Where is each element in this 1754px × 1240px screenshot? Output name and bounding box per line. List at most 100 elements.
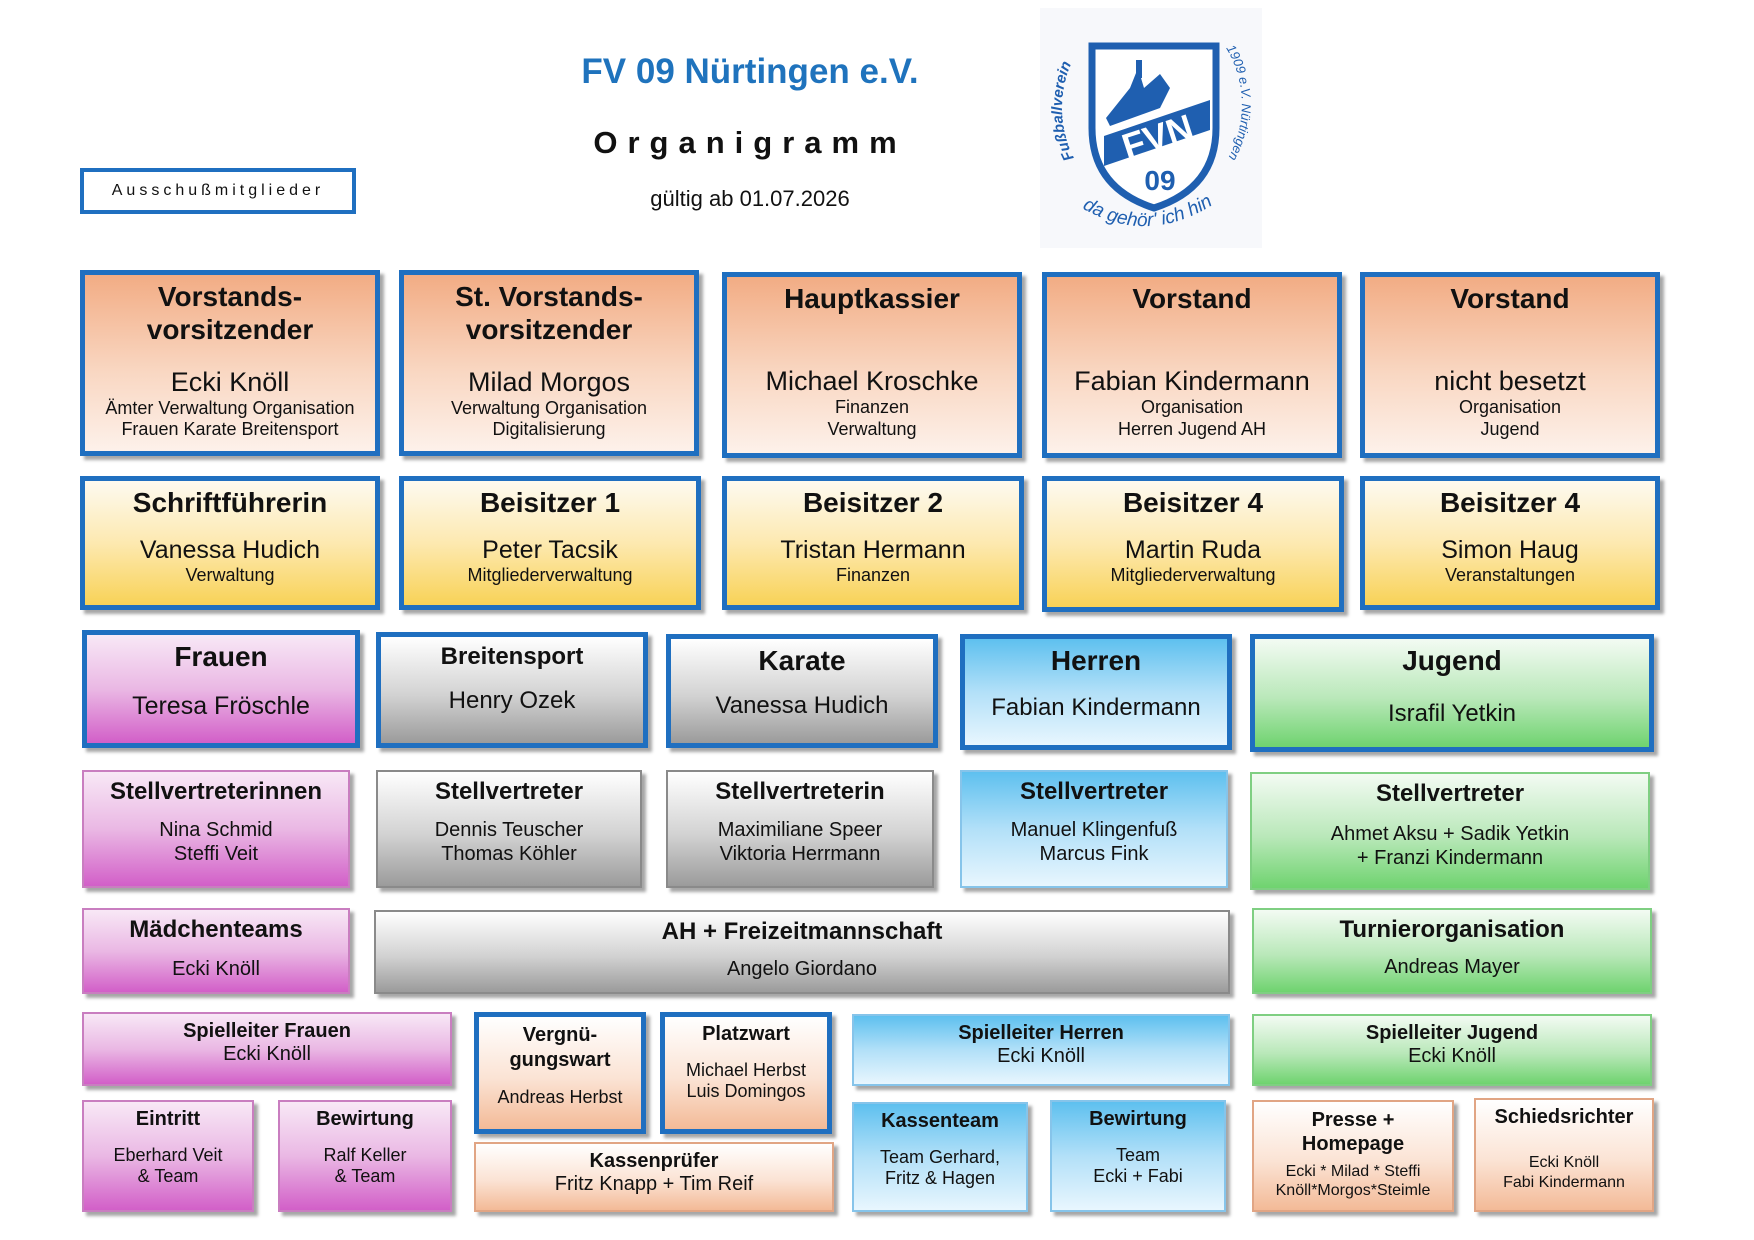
box-role: Karate: [758, 645, 846, 676]
box-name: Ecki * Milad * Steffi Knöll*Morgos*Steim…: [1275, 1163, 1431, 1200]
box-name: Ecki Knöll: [997, 1045, 1085, 1068]
box-name: Team Ecki + Fabi: [1093, 1145, 1183, 1187]
box-names: Nina Schmid Steffi Veit: [159, 819, 273, 866]
box-name: Ecki Knöll: [170, 366, 290, 397]
deputies-box-jugend: Stellvertreter Ahmet Aksu + Sadik Yetkin…: [1250, 772, 1650, 890]
box-role: Herren: [1050, 645, 1142, 676]
box-name: Andreas Mayer: [1384, 956, 1520, 979]
box-name: Ecki Knöll: [172, 958, 260, 981]
box-name: Michael Kroschke: [765, 365, 979, 396]
bewirtung-frauen-box: Bewirtung Ralf Keller & Team: [278, 1100, 452, 1212]
box-names: Manuel Klingenfuß Marcus Fink: [1010, 819, 1178, 866]
maedchenteams-box: Mädchenteams Ecki Knöll: [82, 908, 350, 994]
box-role: Hauptkassier: [784, 283, 960, 314]
kassenteam-box: Kassenteam Team Gerhard, Fritz & Hagen: [852, 1102, 1028, 1212]
box-role: Bewirtung: [1089, 1108, 1187, 1130]
box-role: AH + Freizeitmannschaft: [661, 918, 943, 945]
chart-subtitle: Organigramm: [593, 125, 907, 160]
board-box-chairman: Vorstands- vorsitzender Ecki Knöll Ämter…: [80, 270, 380, 456]
box-name: Vanessa Hudich: [715, 691, 889, 719]
spielleiter-frauen-box: Spielleiter Frauen Ecki Knöll: [82, 1012, 452, 1086]
box-role: Schriftführerin: [132, 487, 328, 518]
box-role: Kassenprüfer: [589, 1150, 719, 1172]
box-name: Eberhard Veit & Team: [113, 1145, 223, 1187]
box-name: nicht besetzt: [1434, 365, 1586, 396]
department-box-karate: Karate Vanessa Hudich: [666, 634, 938, 748]
box-name: Michael Herbst Luis Domingos: [685, 1060, 807, 1102]
box-role: Beisitzer 4: [1439, 487, 1581, 518]
box-role: Beisitzer 4: [1122, 487, 1264, 518]
deputies-box-frauen: Stellvertreterinnen Nina Schmid Steffi V…: [82, 770, 350, 888]
assessor-box-secretary: Schriftführerin Vanessa Hudich Verwaltun…: [80, 476, 380, 610]
box-name: Angelo Giordano: [726, 958, 878, 981]
box-role: Stellvertreterinnen: [109, 778, 323, 805]
platzwart-box: Platzwart Michael Herbst Luis Domingos: [660, 1012, 832, 1134]
club-logo: Fußballverein 1909 e.V. Nürtingen FVN 09…: [1040, 8, 1262, 248]
board-box-treasurer: Hauptkassier Michael Kroschke Finanzen V…: [722, 272, 1022, 458]
box-role: Platzwart: [702, 1023, 790, 1045]
box-duties: Verwaltung: [185, 564, 275, 585]
bewirtung-herren-box: Bewirtung Team Ecki + Fabi: [1050, 1100, 1226, 1212]
department-box-breitensport: Breitensport Henry Ozek: [376, 632, 648, 748]
box-name: Martin Ruda: [1124, 535, 1262, 564]
box-duties: Finanzen: [835, 564, 911, 585]
box-duties: Ämter Verwaltung Organisation Frauen Kar…: [105, 397, 355, 440]
box-role: Bewirtung: [316, 1108, 414, 1130]
box-duties: Veranstaltungen: [1444, 564, 1576, 585]
box-name: Vanessa Hudich: [139, 535, 321, 564]
box-names: Ahmet Aksu + Sadik Yetkin + Franzi Kinde…: [1330, 823, 1570, 870]
box-role: Stellvertreterin: [715, 778, 885, 805]
ah-freizeit-box: AH + Freizeitmannschaft Angelo Giordano: [374, 910, 1230, 994]
assessor-box-1: Beisitzer 1 Peter Tacsik Mitgliederverwa…: [399, 476, 701, 610]
box-name: Fritz Knapp + Tim Reif: [554, 1173, 754, 1196]
club-title: FV 09 Nürtingen e.V.: [581, 52, 919, 91]
box-role: Eintritt: [135, 1108, 201, 1130]
box-role: Vorstand: [1132, 283, 1252, 314]
box-role: Schiedsrichter: [1494, 1106, 1634, 1128]
box-role: Spielleiter Jugend: [1365, 1022, 1539, 1044]
box-role: Stellvertreter: [1019, 778, 1169, 805]
eintritt-box: Eintritt Eberhard Veit & Team: [82, 1100, 254, 1212]
department-box-frauen: Frauen Teresa Fröschle: [82, 630, 360, 748]
club-crest-icon: Fußballverein 1909 e.V. Nürtingen FVN 09…: [1040, 8, 1262, 248]
box-name: Ralf Keller & Team: [323, 1145, 407, 1187]
box-role: Beisitzer 1: [479, 487, 621, 518]
box-names: Dennis Teuscher Thomas Köhler: [434, 819, 584, 866]
box-name: Israfil Yetkin: [1387, 699, 1517, 727]
box-role: Beisitzer 2: [802, 487, 944, 518]
box-name: Simon Haug: [1441, 535, 1579, 564]
schiedsrichter-box: Schiedsrichter Ecki Knöll Fabi Kinderman…: [1474, 1098, 1654, 1212]
box-role: Jugend: [1402, 645, 1502, 676]
box-name: Team Gerhard, Fritz & Hagen: [879, 1147, 1001, 1189]
box-name: Ecki Knöll: [223, 1043, 311, 1066]
box-duties: Mitgliederverwaltung: [1110, 564, 1276, 585]
assessor-box-4b: Beisitzer 4 Simon Haug Veranstaltungen: [1360, 476, 1660, 610]
board-box-vorstand-2: Vorstand nicht besetzt Organisation Juge…: [1360, 272, 1660, 458]
box-role: Presse + Homepage: [1301, 1109, 1405, 1155]
board-box-deputy-chairman: St. Vorstands- vorsitzender Milad Morgos…: [399, 270, 699, 456]
box-name: Ecki Knöll Fabi Kindermann: [1503, 1154, 1625, 1191]
assessor-box-2: Beisitzer 2 Tristan Hermann Finanzen: [722, 476, 1024, 610]
assessor-box-4a: Beisitzer 4 Martin Ruda Mitgliederverwal…: [1042, 476, 1344, 612]
vergnuegungswart-box: Vergnü- gungswart Andreas Herbst: [474, 1012, 646, 1134]
deputies-box-karate: Stellvertreterin Maximiliane Speer Vikto…: [666, 770, 934, 888]
deputies-box-herren: Stellvertreter Manuel Klingenfuß Marcus …: [960, 770, 1228, 888]
box-role: Kassenteam: [881, 1110, 999, 1132]
turnierorganisation-box: Turnierorganisation Andreas Mayer: [1252, 908, 1652, 994]
box-duties: Verwaltung Organisation Digitalisierung: [450, 397, 648, 440]
kassenpruefer-box: Kassenprüfer Fritz Knapp + Tim Reif: [474, 1142, 834, 1212]
box-duties: Finanzen Verwaltung: [827, 396, 917, 439]
legend-label: Ausschußmitglieder: [111, 182, 325, 199]
box-role: Spielleiter Frauen: [183, 1020, 351, 1042]
department-box-herren: Herren Fabian Kindermann: [960, 634, 1232, 750]
box-role: Breitensport: [440, 643, 584, 670]
box-role: St. Vorstands- vorsitzender: [455, 281, 643, 345]
box-name: Andreas Herbst: [497, 1087, 623, 1107]
box-name: Fabian Kindermann: [1074, 365, 1310, 396]
box-role: Mädchenteams: [129, 916, 303, 943]
box-name: Peter Tacsik: [482, 535, 618, 564]
board-box-vorstand-1: Vorstand Fabian Kindermann Organisation …: [1042, 272, 1342, 458]
legend-committee-members: Ausschußmitglieder: [80, 168, 356, 214]
box-role: Stellvertreter: [434, 778, 584, 805]
deputies-box-breitensport: Stellvertreter Dennis Teuscher Thomas Kö…: [376, 770, 642, 888]
